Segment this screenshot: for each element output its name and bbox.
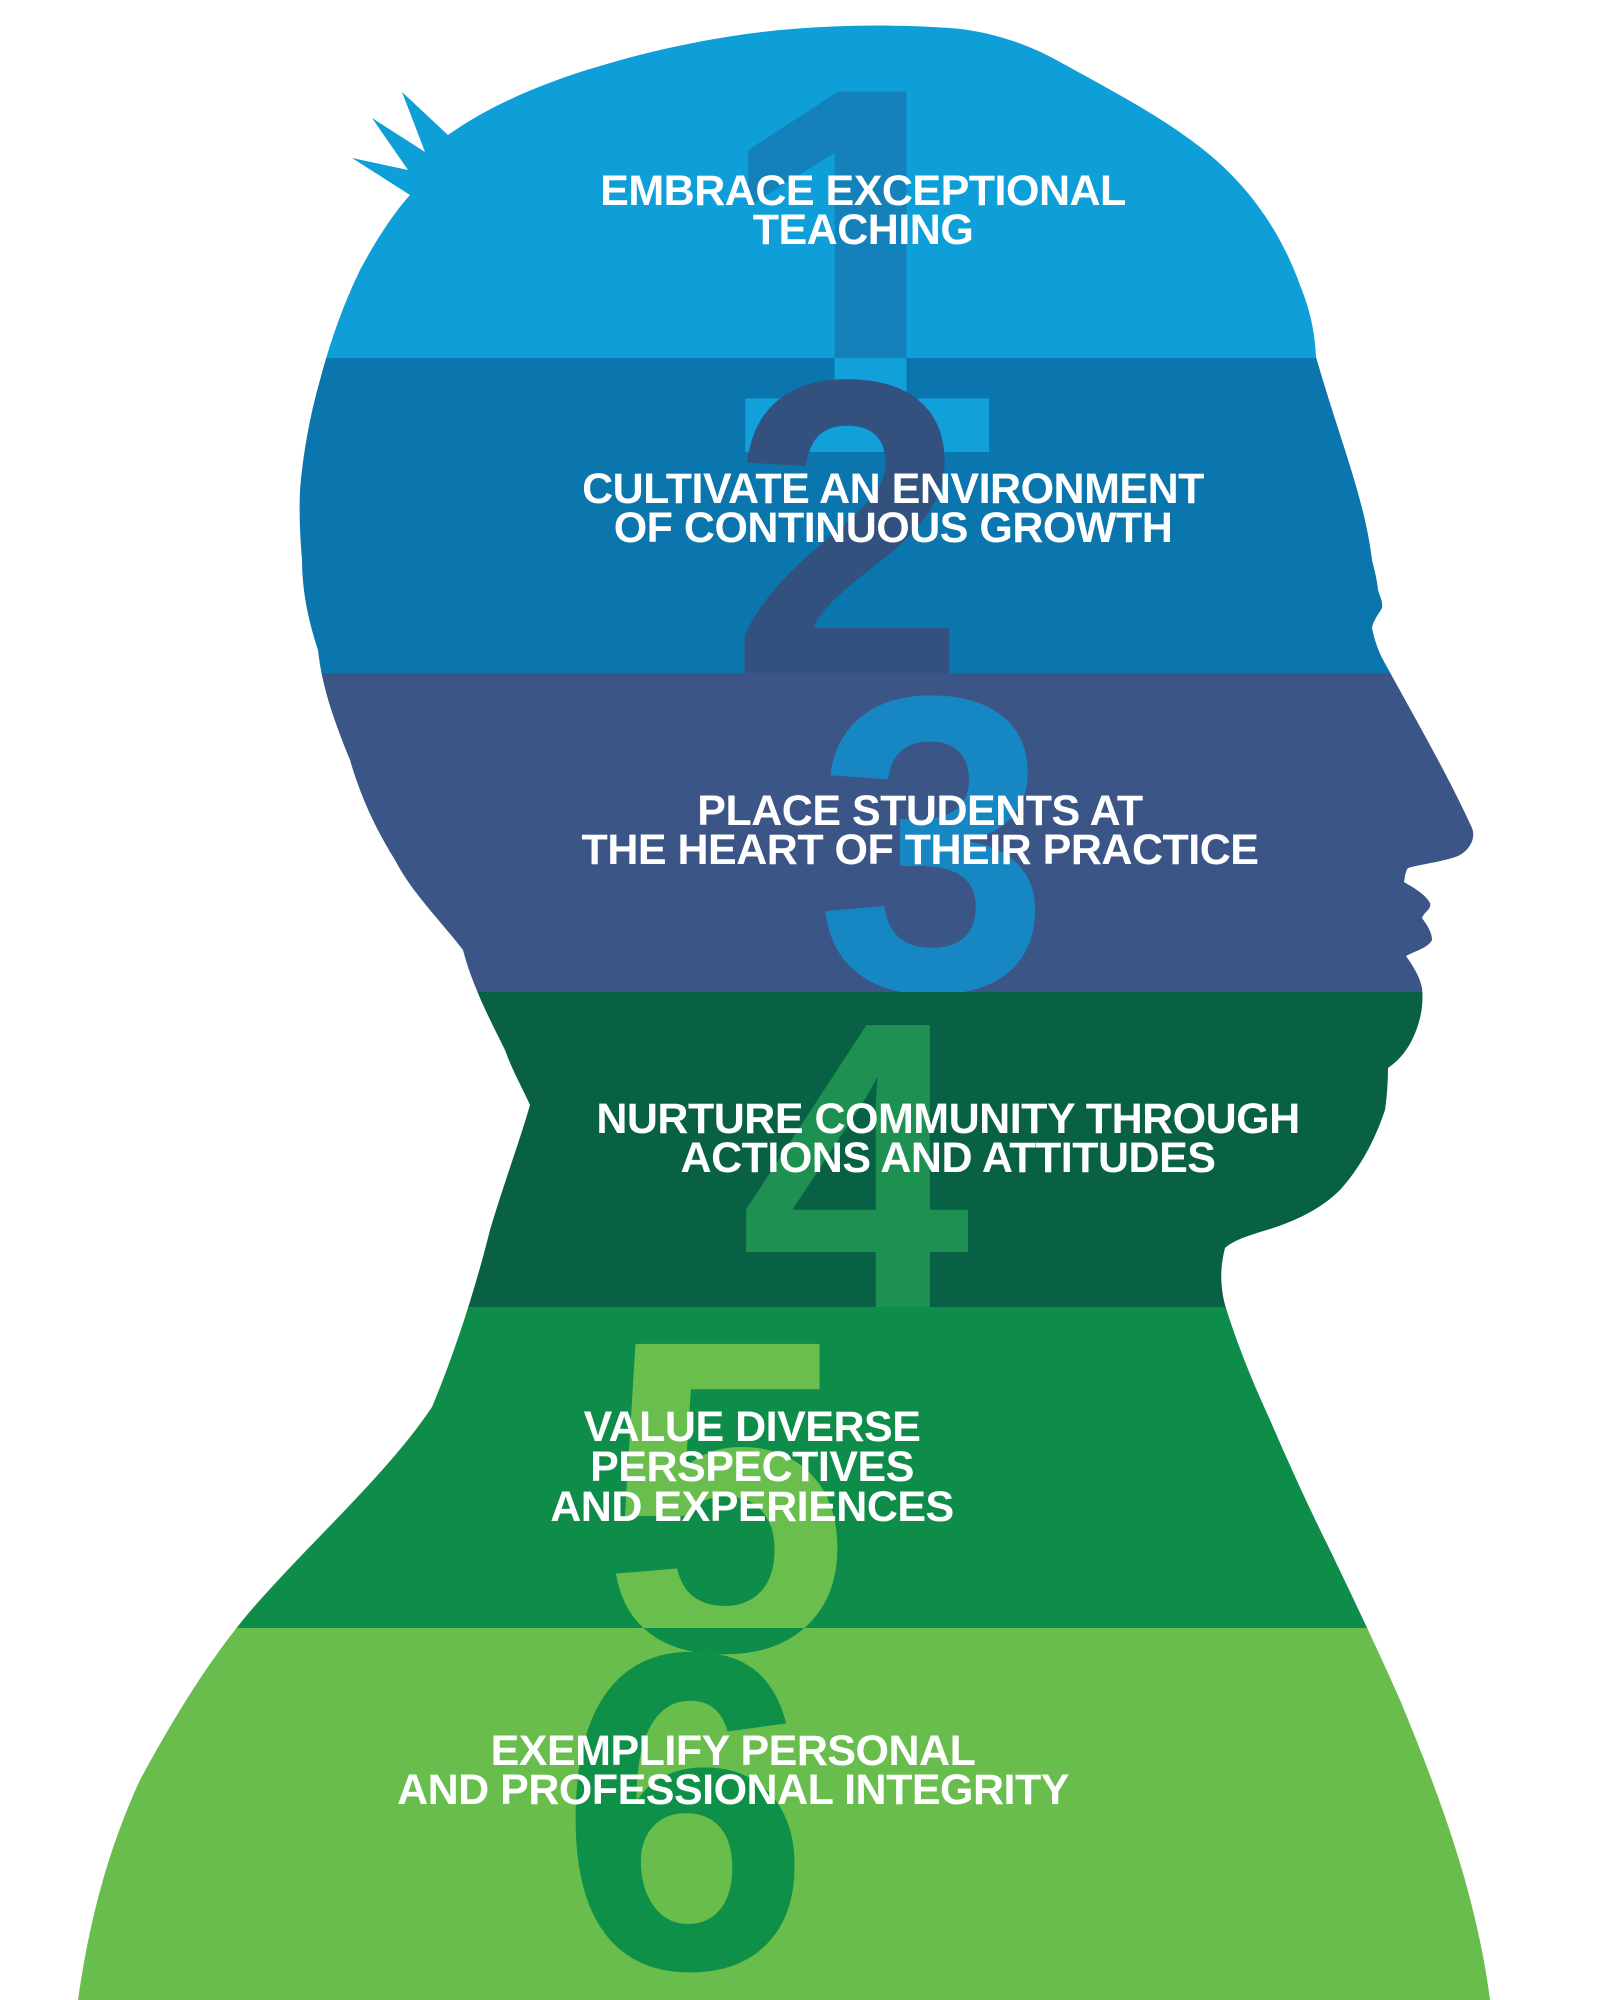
band-1-caption: EMBRACE EXCEPTIONAL TEACHING [600, 167, 1126, 254]
caption-line: EXEMPLIFY PERSONAL [490, 1727, 976, 1775]
digit-5-overflow: 5 [602, 1248, 850, 1745]
caption-line: VALUE DIVERSE [583, 1403, 921, 1451]
digit-6: 6 [559, 1558, 811, 2000]
digit-1: 1 [712, 0, 1003, 564]
caption-line: PLACE STUDENTS AT [697, 787, 1143, 835]
caption-line: NURTURE COMMUNITY THROUGH [596, 1095, 1300, 1143]
band-5-caption: VALUE DIVERSE PERSPECTIVES AND EXPERIENC… [550, 1403, 954, 1531]
digit-2: 2 [730, 292, 966, 767]
digit-1-overflow: 1 [712, 0, 1003, 564]
caption-line: OF CONTINUOUS GROWTH [613, 504, 1173, 552]
caption-line: TEACHING [752, 206, 974, 254]
caption-line: EMBRACE EXCEPTIONAL [600, 167, 1126, 215]
digit-3: 3 [816, 609, 1051, 1080]
band-6-caption: EXEMPLIFY PERSONAL AND PROFESSIONAL INTE… [397, 1727, 1069, 1814]
band-6-fill [78, 1628, 1490, 2000]
band-2-fill [78, 358, 1490, 674]
caption-line: THE HEART OF THEIR PRACTICE [581, 826, 1259, 874]
digit-4: 4 [740, 935, 973, 1398]
caption-line: PERSPECTIVES [590, 1443, 914, 1491]
digit-5: 5 [602, 1248, 850, 1745]
band-3-caption: PLACE STUDENTS AT THE HEART OF THEIR PRA… [581, 787, 1259, 874]
caption-line: ACTIONS AND ATTITUDES [680, 1134, 1216, 1182]
caption-line: CULTIVATE AN ENVIRONMENT [582, 465, 1204, 513]
band-4-caption: NURTURE COMMUNITY THROUGH ACTIONS AND AT… [596, 1095, 1300, 1182]
band-2-caption: CULTIVATE AN ENVIRONMENT OF CONTINUOUS G… [582, 465, 1204, 552]
caption-line: AND EXPERIENCES [550, 1483, 954, 1531]
caption-line: AND PROFESSIONAL INTEGRITY [397, 1766, 1069, 1814]
